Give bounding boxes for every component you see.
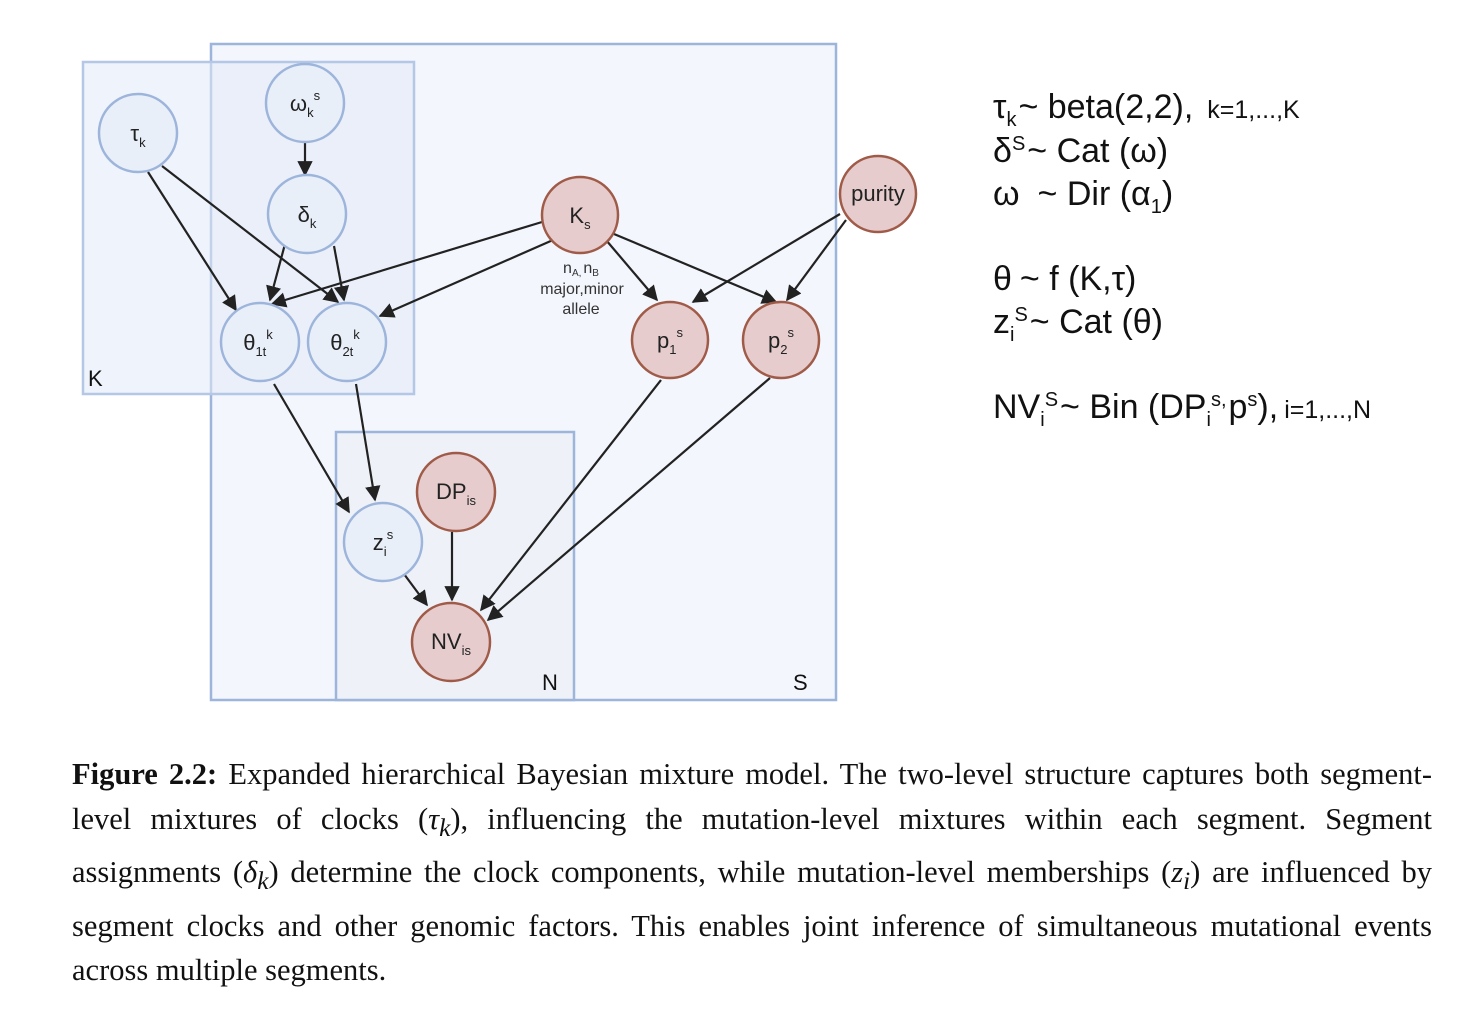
svg-text:DPis: DPis <box>436 479 476 508</box>
node-z: zis <box>342 501 424 583</box>
caption-text-1: Expanded hierarchical Bayesian mixture m… <box>72 757 1432 836</box>
node-dp: DPis <box>415 451 497 533</box>
svg-text:zis: zis <box>373 527 394 559</box>
edge-ks-theta1 <box>270 220 543 308</box>
plate-k-label: K <box>88 366 103 391</box>
caption-z: z <box>1171 855 1184 890</box>
edge-p1-nv <box>480 379 662 612</box>
edge-tau-theta1 <box>147 171 237 312</box>
eq-tau: τk~ beta(2,2),k=1,...,K <box>993 88 1300 131</box>
edge-tau-theta2 <box>161 165 340 303</box>
node-theta2: θ2tk <box>306 301 388 383</box>
node-omega: ωks <box>264 62 346 144</box>
node-delta: δk <box>266 173 348 255</box>
caption-tau-sub: k <box>439 813 451 842</box>
node-p2: p2s <box>741 300 821 380</box>
node-k-s: Ks <box>540 175 620 255</box>
edge-delta-theta1 <box>266 243 287 302</box>
svg-text:τk: τk <box>130 121 146 150</box>
edge-ks-p2 <box>613 232 778 304</box>
figure-label: Figure 2.2: <box>72 757 218 791</box>
edge-delta-theta2 <box>332 245 350 302</box>
caption-text-4: ) are influenced by segment clocks and o… <box>72 855 1432 988</box>
node-purity: purity <box>838 154 918 234</box>
caption-delta: δ <box>243 855 258 890</box>
edge-purity-p2 <box>786 219 847 302</box>
equations: τk~ beta(2,2),k=1,...,K δS~ Cat (ω) ω~ D… <box>993 88 1371 431</box>
ks-annotation: nA,nB major,minor allele <box>540 260 624 318</box>
edge-p2-nv <box>486 377 771 622</box>
edge-theta2-z <box>354 383 381 502</box>
edge-purity-p1 <box>691 213 841 303</box>
svg-text:nA,nB: nA,nB <box>563 260 599 279</box>
eq-delta: δS~ Cat (ω) <box>993 132 1168 170</box>
svg-text:purity: purity <box>851 181 905 206</box>
eq-z: ziS~ Cat (θ) <box>993 303 1163 346</box>
svg-text:p2s: p2s <box>768 325 794 357</box>
node-tau: τk <box>97 92 179 174</box>
edge-theta1-z <box>273 383 350 514</box>
bayesian-model-diagram: K S N τk ωks δk Ks nA,nB m <box>81 42 1371 702</box>
caption-text-3: ) determine the clock components, while … <box>268 855 1172 890</box>
caption-z-sub: i <box>1183 867 1191 896</box>
plate-s-label: S <box>793 670 808 695</box>
caption-delta-sub: k <box>257 867 269 896</box>
edges <box>147 140 847 622</box>
eq-theta: θ~ f (K,τ) <box>993 260 1136 298</box>
svg-text:θ2tk: θ2tk <box>330 327 360 359</box>
svg-text:p1s: p1s <box>657 325 683 357</box>
svg-text:major,minor: major,minor <box>540 281 624 298</box>
caption-text-2: ), influencing the mutation-level mixtur… <box>72 801 1432 890</box>
edge-ks-p1 <box>605 239 658 302</box>
eq-omega: ω~ Dir (α1) <box>993 175 1173 218</box>
eq-nv: NViS~ Bin (DPis,ps),i=1,...,N <box>993 388 1371 431</box>
node-theta1: θ1tk <box>219 301 301 383</box>
plate-n-label: N <box>542 670 558 695</box>
figure-caption: Figure 2.2: Expanded hierarchical Bayesi… <box>72 752 1432 993</box>
svg-text:δk: δk <box>298 202 317 231</box>
svg-text:NVis: NVis <box>431 629 471 658</box>
edge-z-nv <box>403 573 428 607</box>
node-p1: p1s <box>630 300 710 380</box>
svg-text:allele: allele <box>562 301 599 318</box>
edge-ks-theta2 <box>378 238 554 318</box>
node-nv: NVis <box>410 601 492 683</box>
svg-text:Ks: Ks <box>569 203 591 232</box>
caption-tau: τ <box>428 801 440 836</box>
svg-text:θ1tk: θ1tk <box>243 327 273 359</box>
svg-text:ωks: ωks <box>290 88 321 120</box>
